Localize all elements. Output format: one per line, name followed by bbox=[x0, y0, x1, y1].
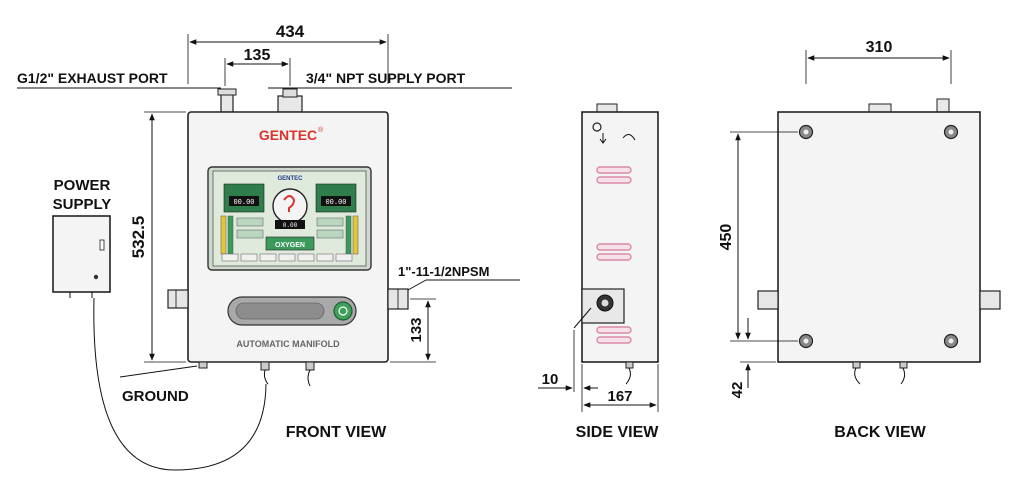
screen-left-reading: 00.00 bbox=[233, 199, 254, 207]
ground-callout: GROUND bbox=[119, 365, 198, 405]
automatic-manifold-label: AUTOMATIC MANIFOLD bbox=[236, 339, 340, 349]
ground-label: GROUND bbox=[122, 388, 189, 405]
dim-fitting-height: 133 bbox=[408, 317, 425, 342]
dim-side-depth: 167 bbox=[607, 388, 632, 405]
power-supply-label-line2: SUPPLY bbox=[53, 196, 112, 213]
side-vent-1 bbox=[596, 166, 632, 174]
side-view-title: SIDE VIEW bbox=[576, 424, 660, 441]
front-view: GENTEC ® GENTEC 00.00 00.00 0.00 bbox=[167, 88, 409, 387]
exhaust-port-fitting bbox=[220, 93, 234, 113]
start-button bbox=[333, 301, 353, 321]
dim-front-width: 434 bbox=[276, 22, 305, 41]
back-dimensions: 310 450 42 bbox=[718, 39, 952, 399]
side-vent-2 bbox=[596, 243, 632, 251]
front-view-title: FRONT VIEW bbox=[286, 424, 387, 441]
back-left-fitting bbox=[757, 290, 779, 310]
dim-back-hole-height: 450 bbox=[718, 224, 735, 251]
pressure-gauge bbox=[272, 188, 308, 224]
dim-back-width: 310 bbox=[866, 39, 893, 56]
side-dimensions: 10 167 bbox=[538, 330, 659, 412]
dim-port-spacing: 135 bbox=[244, 47, 271, 64]
dim-front-height: 532.5 bbox=[129, 216, 148, 259]
back-right-fitting bbox=[979, 290, 1001, 310]
screen-brand: GENTEC bbox=[277, 176, 303, 182]
power-supply-label-line1: POWER bbox=[54, 177, 111, 194]
back-enclosure bbox=[777, 111, 981, 363]
supply-port-fitting bbox=[277, 95, 303, 113]
supply-port-label: 3/4" NPT SUPPLY PORT bbox=[306, 70, 466, 86]
back-view-title: BACK VIEW bbox=[834, 424, 926, 441]
front-left-fitting bbox=[167, 289, 189, 309]
screen-center-reading: 0.00 bbox=[283, 222, 298, 229]
dim-side-offset: 10 bbox=[542, 371, 559, 388]
control-screen: GENTEC 00.00 00.00 0.00 bbox=[207, 166, 372, 271]
screen-right-reading: 00.00 bbox=[325, 199, 346, 207]
registered-mark: ® bbox=[318, 126, 324, 134]
screen-gas-label: OXYGEN bbox=[275, 242, 305, 249]
npsm-fitting-label: 1"-11-1/2NPSM bbox=[398, 264, 489, 279]
side-vent-3 bbox=[596, 326, 632, 334]
side-view bbox=[573, 103, 659, 385]
side-enclosure bbox=[581, 111, 659, 363]
front-brand-logo: GENTEC bbox=[259, 127, 317, 143]
back-view bbox=[757, 98, 1001, 385]
exhaust-port-label: G1/2" EXHAUST PORT bbox=[17, 70, 168, 86]
front-dimensions: 434 135 G1/2" EXHAUST PORT 3/4" NPT SUPP… bbox=[17, 22, 520, 363]
dim-back-bottom-offset: 42 bbox=[729, 382, 746, 399]
power-supply bbox=[52, 215, 267, 471]
